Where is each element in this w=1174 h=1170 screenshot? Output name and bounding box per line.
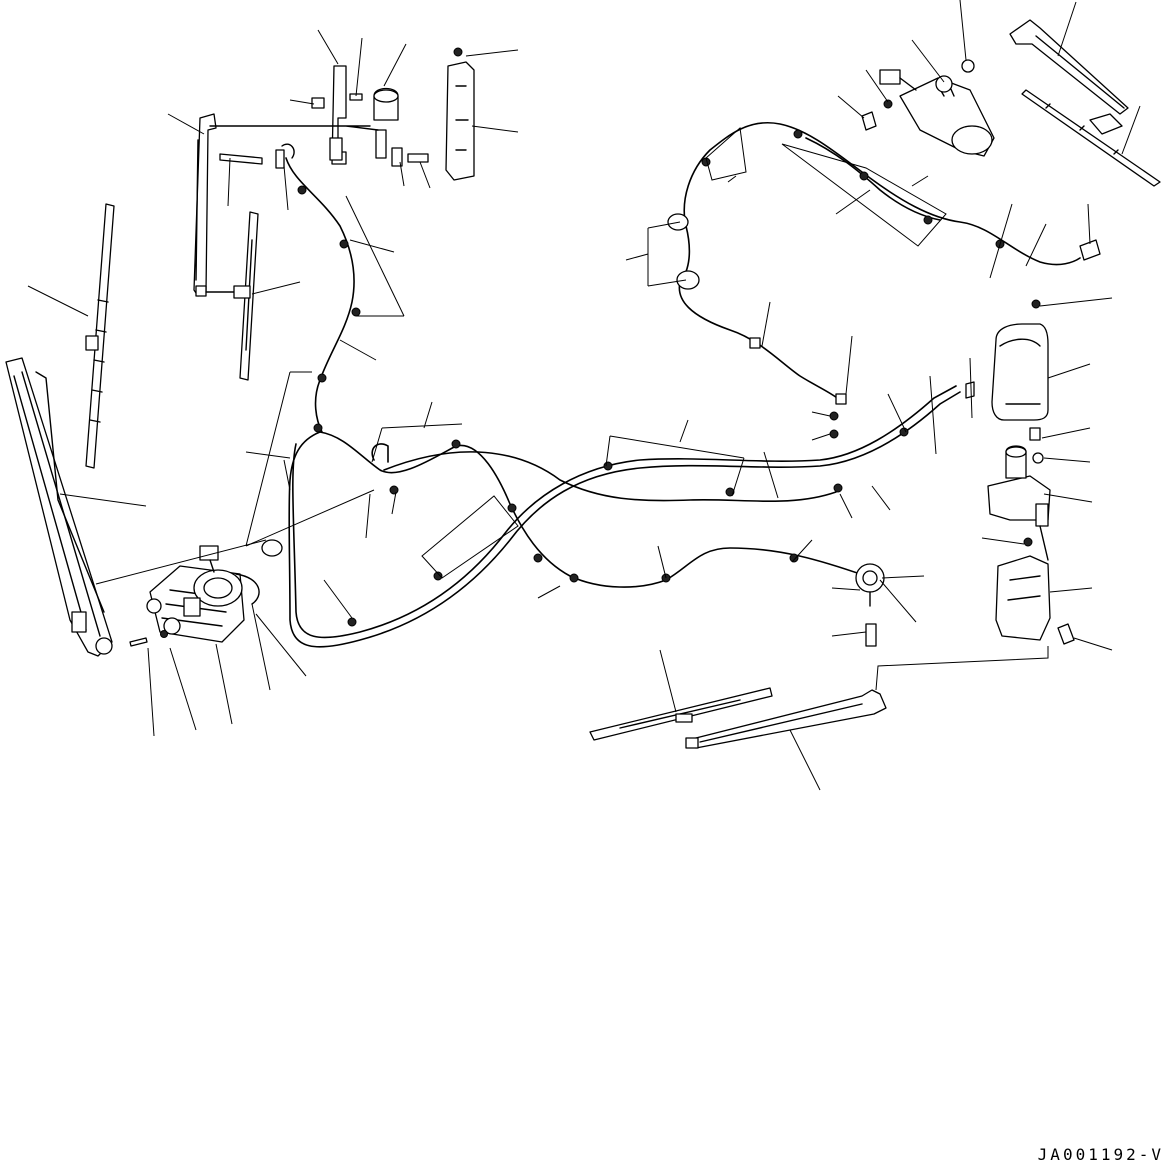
upper-wiper-arm (193, 113, 237, 297)
lower-wiper-arm (685, 689, 887, 749)
washer-hose-harness (261, 157, 975, 648)
rear-wiper-blade (1021, 89, 1161, 187)
front-wiper-arm-left (5, 357, 113, 657)
right-motor-cover (991, 299, 1049, 421)
upper-wiper-blade (233, 211, 259, 381)
leader-lines (27, 0, 1141, 791)
hose-connector (865, 623, 877, 647)
washer-nozzle-bracket (209, 65, 429, 169)
drawing-id-label: JA001192-V (1037, 1145, 1164, 1164)
cover-plate (445, 47, 475, 181)
lower-wiper-blade (589, 687, 773, 741)
check-valve (855, 563, 885, 607)
front-wiper-motor (129, 545, 260, 647)
right-motor-bracket (987, 427, 1075, 645)
rear-wiper-arm (1009, 19, 1129, 115)
front-wiper-blade-left (85, 203, 115, 469)
rear-wiper-motor (861, 59, 995, 157)
